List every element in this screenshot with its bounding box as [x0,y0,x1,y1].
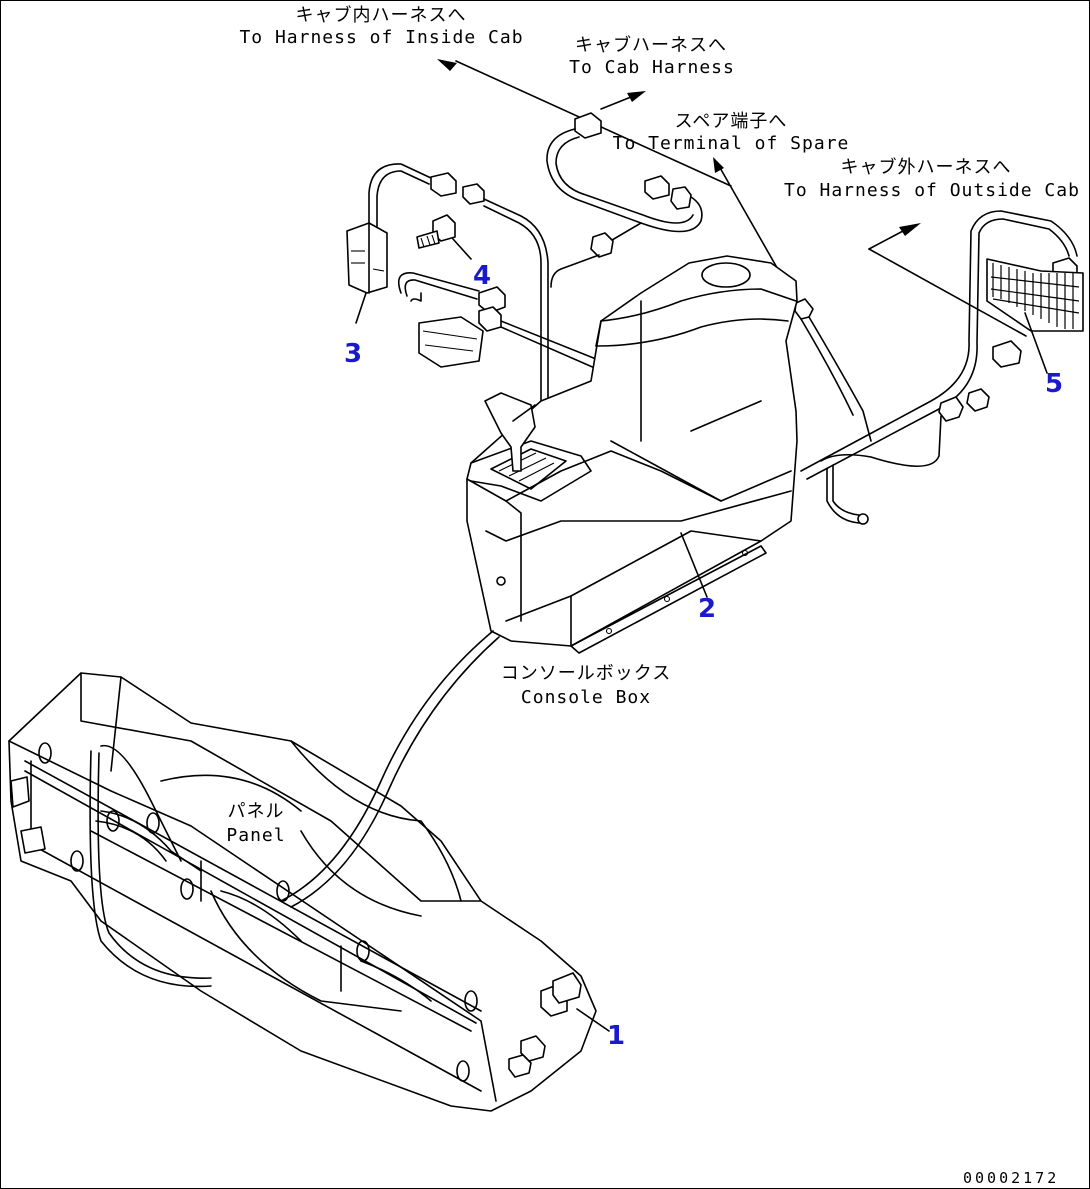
inside-cab-label-en: To Harness of Inside Cab [239,27,524,48]
panel-label-en: Panel [226,825,286,846]
panel-console-cable [280,630,494,902]
part-number-4: 4 [473,261,492,291]
part-number-2: 2 [698,594,717,624]
spare-harness [794,298,872,442]
upper-harness [346,163,602,422]
outside-harness [800,210,1084,525]
part-number-3: 3 [344,339,363,369]
panel-label-ja: パネル [227,801,285,822]
cab-harness-loop [546,112,703,288]
console-box [466,255,798,654]
spare-label-en: To Terminal of Spare [612,133,850,154]
panel-console-cable-2 [290,636,500,908]
console-box-label-ja: コンソールボックス [500,663,672,684]
cab-harness-label-ja: キャブハーネスへ [575,35,727,56]
cab-harness-label-en: To Cab Harness [569,57,735,78]
part-number-5: 5 [1045,369,1064,399]
spare-label-ja: スペア端子へ [674,111,788,132]
outside-cab-label-ja: キャブ外ハーネスへ [840,157,1012,178]
document-id: 00002172 [963,1169,1060,1187]
inside-cab-label-ja: キャブ内ハーネスへ [295,5,467,26]
part-number-1: 1 [607,1021,626,1051]
panel [8,672,610,1112]
console-box-label-en: Console Box [520,687,652,708]
outside-cab-label-en: To Harness of Outside Cab [784,180,1080,201]
